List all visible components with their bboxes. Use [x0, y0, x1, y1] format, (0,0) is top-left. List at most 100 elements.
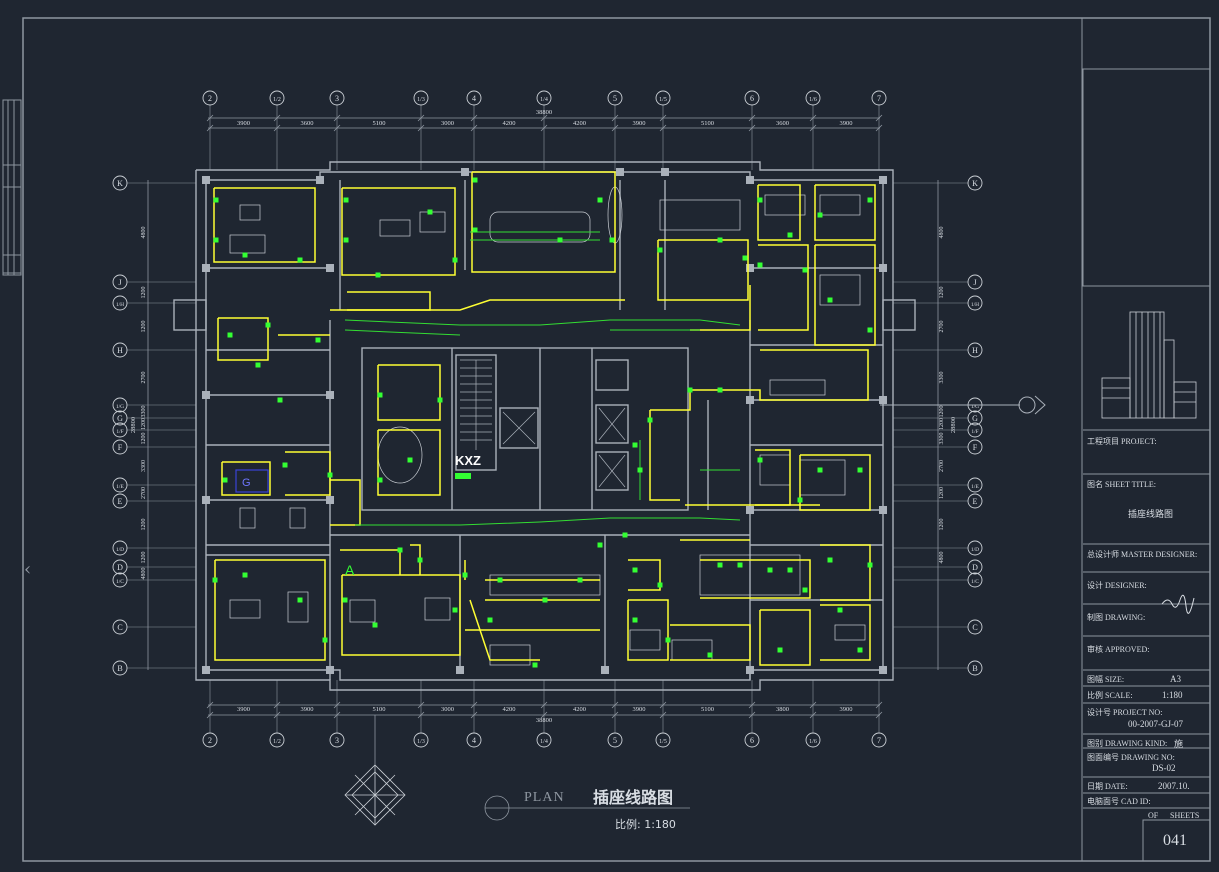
outlet-icon: [532, 662, 538, 668]
column: [879, 396, 887, 404]
column: [661, 168, 669, 176]
dim-right-total: 28800: [950, 417, 957, 433]
size-value: A3: [1170, 674, 1181, 684]
column: [879, 506, 887, 514]
axis-left-12: D: [112, 559, 196, 575]
axis-left-label: J: [118, 278, 121, 287]
outlet-icon: [827, 297, 833, 303]
outlet-icon: [343, 197, 349, 203]
axis-top-11: 7: [871, 90, 887, 170]
outlet-icon: [597, 197, 603, 203]
outlet-icon: [242, 572, 248, 578]
dim-top-segment: 4200: [573, 120, 586, 127]
outlet-icon: [717, 387, 723, 393]
outlet-icon: [757, 457, 763, 463]
axis-top-label: 1/5: [659, 97, 667, 103]
outlet-icon: [542, 597, 548, 603]
dim-top-segment: 3900: [633, 120, 646, 127]
dim-right-segment: 4800: [939, 552, 945, 564]
section-arrow-right: [880, 395, 1046, 415]
axis-top-label: 6: [750, 94, 754, 103]
outlet-icon: [609, 237, 615, 243]
outlet-icon: [265, 322, 271, 328]
outlet-icon: [315, 337, 321, 343]
dim-bottom-total: 38800: [536, 717, 552, 724]
title-block-frame: [1081, 18, 1211, 862]
outlet-icon: [277, 397, 283, 403]
outlet-icon: [452, 607, 458, 613]
outlet-icon: [557, 237, 563, 243]
axis-left-8: F: [112, 439, 196, 455]
dim-right-segment: 1200: [939, 287, 945, 299]
dim-left-segment: 1200: [141, 519, 147, 531]
outlet-icon: [407, 457, 413, 463]
axis-bottom-10: 1/6: [805, 680, 821, 748]
outlet-icon: [827, 557, 833, 563]
project-no-value: 00-2007-GJ-07: [1128, 719, 1183, 729]
axis-top-8: 1/5: [655, 90, 671, 170]
dim-left-segment: 4800: [141, 227, 147, 239]
axis-top-6: 1/4: [536, 90, 552, 170]
axis-top-label: 3: [335, 94, 339, 103]
axis-bottom-label: 1/4: [540, 739, 548, 745]
dim-left-segment: 2700: [141, 372, 147, 384]
plan-title-symbol: [484, 795, 690, 821]
axis-top-label: 1/2: [273, 97, 281, 103]
outlet-icon: [472, 177, 478, 183]
dim-top-segment: 4200: [503, 120, 516, 127]
column: [326, 391, 334, 399]
column: [746, 506, 754, 514]
dim-bottom-segment: 5100: [373, 706, 386, 713]
outlet-icon: [297, 597, 303, 603]
sheets-label: SHEETS: [1170, 811, 1200, 820]
approved-label: 审核 APPROVED:: [1087, 645, 1150, 654]
axis-bottom-label: 3: [335, 736, 339, 745]
sheet-number: 041: [1163, 832, 1187, 849]
dim-bottom-segment: 3000: [441, 706, 454, 713]
outlet-icon: [497, 577, 503, 583]
axis-bottom-3: 3: [329, 680, 345, 748]
axis-left-label: 1/C: [116, 579, 124, 585]
outlet-icon: [857, 647, 863, 653]
column: [326, 496, 334, 504]
dim-left-segment: 3300: [141, 406, 147, 418]
outlet-icon: [377, 477, 383, 483]
axis-right-label: 1/H: [971, 302, 979, 308]
axis-bottom-label: 4: [472, 736, 476, 745]
column: [202, 666, 210, 674]
axis-top-label: 5: [613, 94, 617, 103]
axis-left-label: F: [118, 443, 123, 452]
dim-left-segment: 4800: [141, 568, 147, 580]
outlet-marker-a: A: [345, 562, 355, 578]
axis-right-label: 1/C: [971, 579, 979, 585]
dim-left-segment: 1200: [141, 552, 147, 564]
dim-right-segment: 1200: [939, 487, 945, 499]
dim-left-segment: 1200: [141, 287, 147, 299]
dim-right-segment: 4800: [939, 227, 945, 239]
dim-top-segment: 5100: [701, 120, 714, 127]
axis-bottom-8: 1/5: [655, 680, 671, 748]
column: [202, 264, 210, 272]
designer-label: 设计 DESIGNER:: [1087, 581, 1147, 590]
outlet-icon: [632, 442, 638, 448]
outlet-icon: [632, 617, 638, 623]
axis-bottom-6: 1/4: [536, 680, 552, 748]
dim-bottom-segment: 3900: [301, 706, 314, 713]
axis-right-3: 1/H: [893, 295, 983, 311]
axis-left-2: J: [112, 274, 196, 290]
outlet-icon: [737, 562, 743, 568]
cad-id-label: 电脑面号 CAD ID:: [1087, 797, 1151, 806]
axis-right-label: 1/G: [971, 404, 979, 410]
outlet-icon: [377, 392, 383, 398]
column: [316, 176, 324, 184]
axis-right-label: 1/D: [971, 547, 979, 553]
column: [202, 176, 210, 184]
previous-page-arrow[interactable]: ‹: [24, 559, 32, 580]
axis-left-label: 1/G: [116, 404, 124, 410]
of-label: OF: [1148, 811, 1159, 820]
axis-top-2: 1/2: [269, 90, 285, 170]
axis-right-4: H: [893, 342, 983, 358]
outlet-icon: [322, 637, 328, 643]
